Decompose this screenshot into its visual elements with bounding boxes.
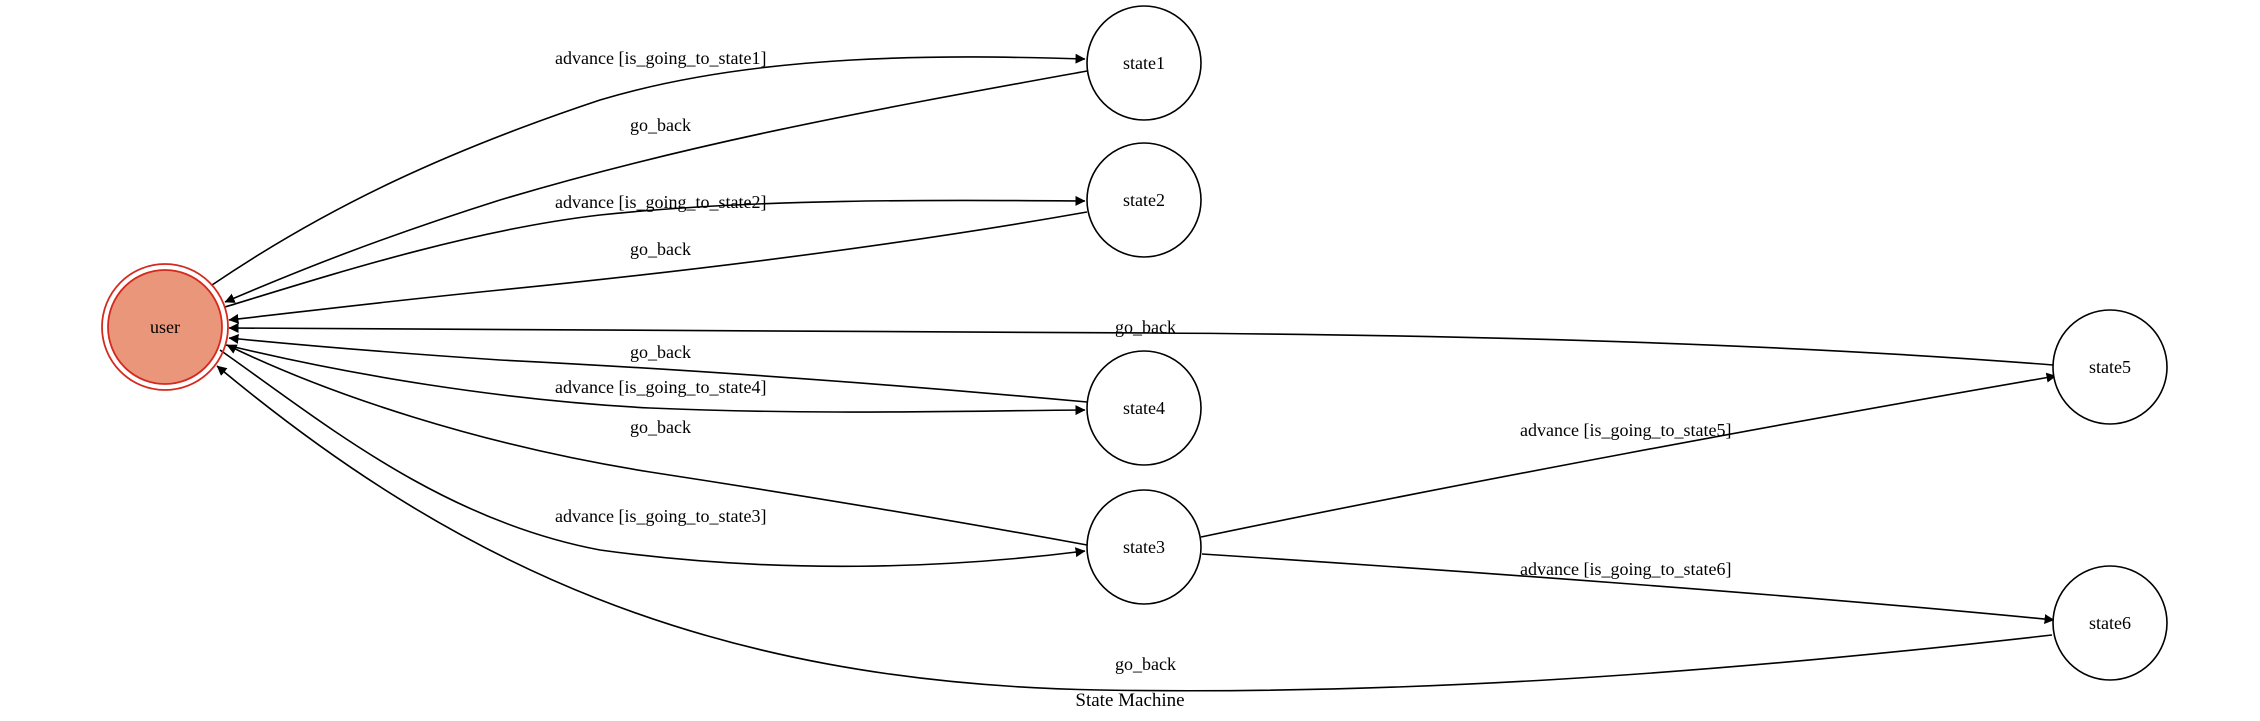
edge-label: advance [is_going_to_state6] [1520,559,1731,579]
node-user: user [101,263,229,391]
edge-label: go_back [630,342,691,362]
node-circle [2052,309,2168,425]
node-state3: state3 [1086,489,1202,605]
diagram-caption: State Machine [1075,690,1184,711]
node-circle [1086,489,1202,605]
edge-labels: advance [is_going_to_state1] go_back adv… [555,48,1731,674]
edge-label: go_back [630,115,691,135]
node-circle [1086,350,1202,466]
edge-state2-to-user [228,211,1088,324]
edge-state1-to-user [224,70,1088,303]
edge-label: go_back [1115,654,1176,674]
user-outer-ring [101,263,229,391]
node-label-state3: state3 [1123,537,1165,557]
edge-state3-to-state6 [1201,553,2055,625]
edge-state4-to-user [228,333,1088,403]
edge-label: advance [is_going_to_state2] [555,192,766,212]
node-label-state2: state2 [1123,190,1165,210]
edge-label: advance [is_going_to_state1] [555,48,766,68]
edge-label: go_back [630,417,691,437]
node-label-user: user [150,317,180,337]
node-label-state6: state6 [2089,613,2131,633]
edge-label: advance [is_going_to_state5] [1520,420,1731,440]
edge-state3-to-user [226,344,1088,546]
edge-label: go_back [1115,317,1176,337]
node-circle [1086,5,1202,121]
node-label-state4: state4 [1123,398,1165,418]
node-state1: state1 [1086,5,1202,121]
node-label-state1: state1 [1123,53,1165,73]
user-inner-circle [107,269,223,385]
node-label-state5: state5 [2089,357,2131,377]
edge-label: advance [is_going_to_state3] [555,506,766,526]
node-circle [2052,565,2168,681]
edge-user-to-state1 [211,53,1086,286]
edge-label: go_back [630,239,691,259]
edge-user-to-state3 [219,349,1086,568]
node-circle [1086,142,1202,258]
node-state4: state4 [1086,350,1202,466]
edges [211,53,2057,692]
edge-state3-to-state5 [1200,372,2057,538]
edge-label: advance [is_going_to_state4] [555,377,766,397]
node-state5: state5 [2052,309,2168,425]
nodes: user state1 state2 state4 state3 state5 … [101,5,2168,681]
edge-state6-to-user [216,365,2053,692]
edge-user-to-state2 [224,195,1086,308]
node-state6: state6 [2052,565,2168,681]
edge-user-to-state4 [225,344,1086,416]
node-state2: state2 [1086,142,1202,258]
